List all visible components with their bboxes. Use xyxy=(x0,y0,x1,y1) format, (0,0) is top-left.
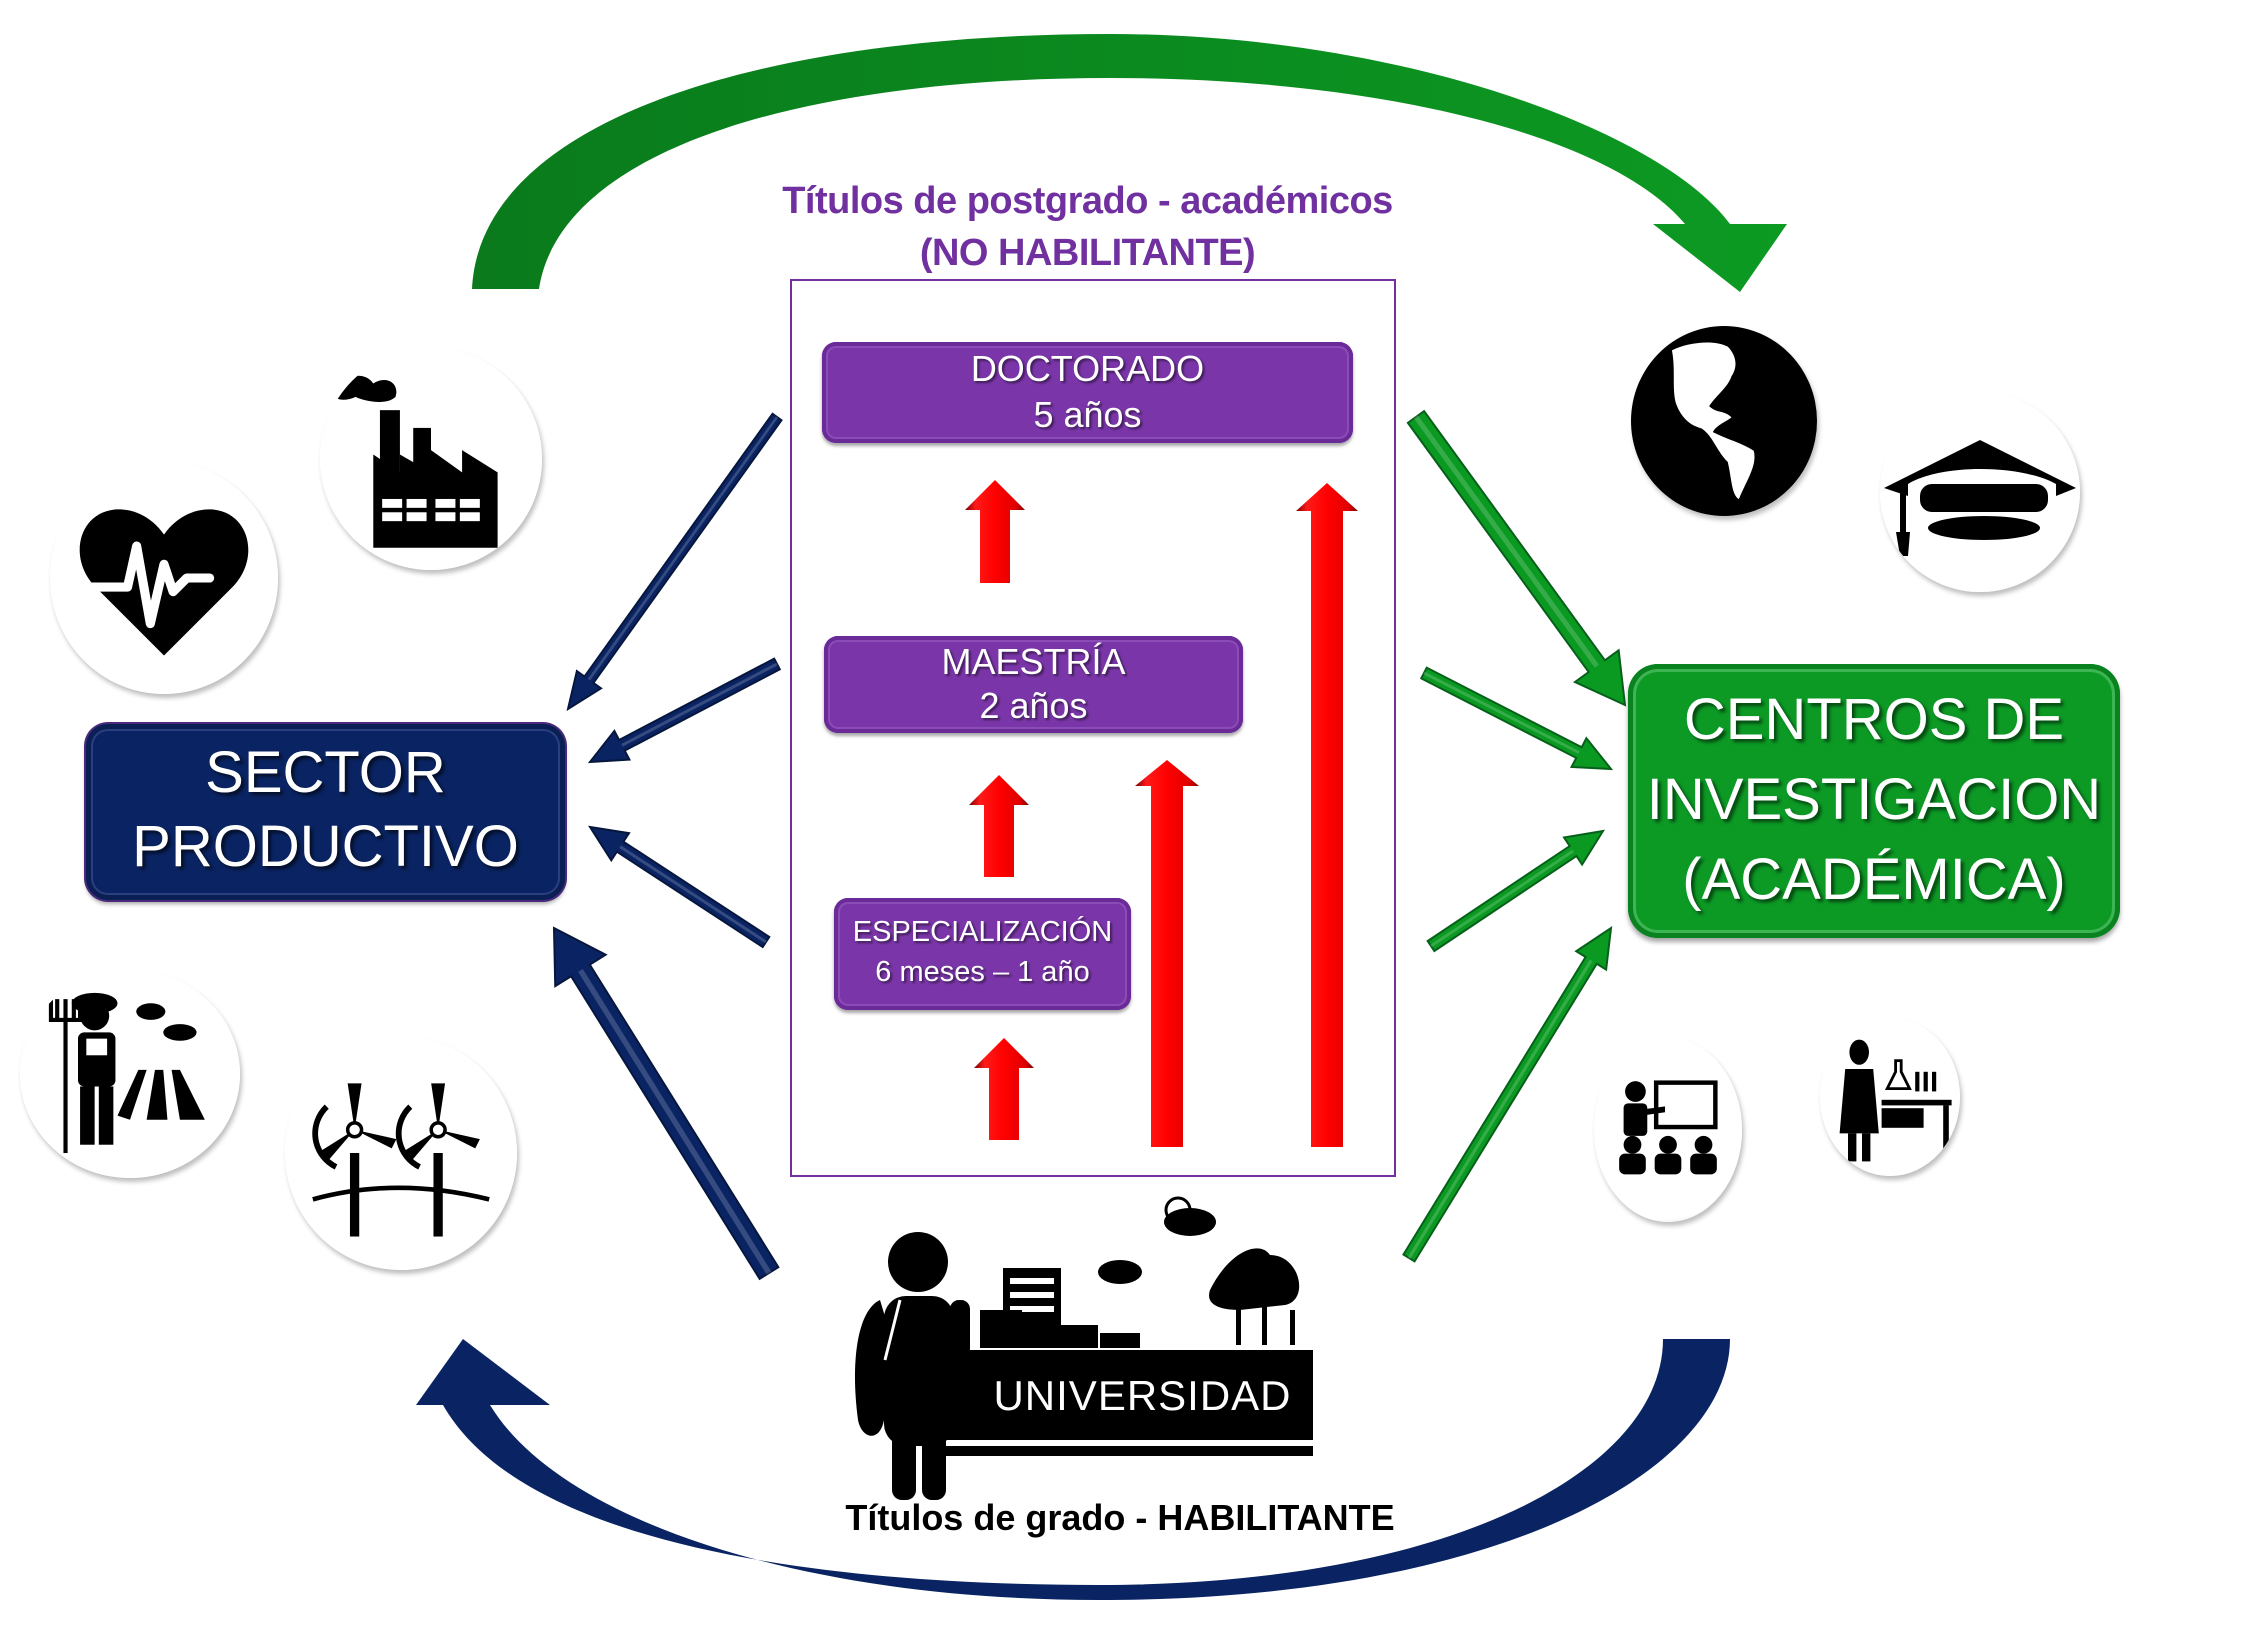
sector-productivo-box[interactable]: SECTOR PRODUCTIVO xyxy=(86,724,565,900)
degree-box-doctorado[interactable]: DOCTORADO 5 años xyxy=(822,342,1353,443)
arrow-university-to-especializacion xyxy=(974,1038,1034,1140)
arrow-university-to-maestria xyxy=(1135,760,1199,1147)
degree-progression-arrows xyxy=(965,480,1358,1147)
agriculture-icon-badge xyxy=(20,970,240,1178)
degree-name: MAESTRÍA xyxy=(941,641,1126,682)
heart-pulse-icon xyxy=(79,509,249,656)
research-line3: (ACADÉMICA) xyxy=(1682,847,2066,912)
student-icon xyxy=(854,1232,970,1500)
degree-duration: 6 meses – 1 año xyxy=(875,956,1090,988)
arrow-maestria-to-research-highlight xyxy=(1423,671,1580,754)
degree-duration: 5 años xyxy=(1033,394,1142,435)
postgrad-title: Títulos de postgrado - académicos xyxy=(782,180,1393,222)
degree-name: DOCTORADO xyxy=(970,348,1205,389)
arrow-especializacion-to-maestria xyxy=(969,775,1029,877)
research-line2: INVESTIGACION xyxy=(1646,767,2102,832)
arrow-especializacion-to-sector-highlight xyxy=(619,845,767,944)
arrow-especializacion-to-research-highlight xyxy=(1430,849,1574,948)
arrow-university-to-sector-highlight xyxy=(578,968,772,1275)
sector-line2: PRODUCTIVO xyxy=(132,814,519,879)
arrow-university-to-doctorado xyxy=(1296,483,1358,1147)
teaching-icon-badge xyxy=(1594,1038,1742,1222)
global-icon-badge xyxy=(1631,326,1817,516)
arrow-especializacion-to-research xyxy=(1426,829,1606,953)
arrow-maestria-to-sector-highlight xyxy=(621,662,778,747)
energy-icon-badge xyxy=(285,1036,517,1270)
top-flow-arrow-body xyxy=(472,34,1787,292)
degree-box-especializacion[interactable]: ESPECIALIZACIÓN 6 meses – 1 año xyxy=(834,898,1131,1010)
top-flow-arrow xyxy=(472,34,1787,292)
university-label: UNIVERSIDAD xyxy=(975,1362,1310,1430)
arrow-maestria-to-doctorado xyxy=(965,480,1025,583)
degree-duration: 2 años xyxy=(979,685,1088,726)
factory-icon xyxy=(333,375,498,548)
postgrad-frame xyxy=(790,279,1396,1177)
degree-name: ESPECIALIZACIÓN xyxy=(852,916,1113,948)
university-illustration xyxy=(854,1196,1313,1500)
arrow-university-to-research-highlight xyxy=(1407,959,1593,1259)
farmer-icon xyxy=(48,992,205,1154)
graduation-cap-icon xyxy=(1884,440,2076,556)
industry-icon-badge xyxy=(320,348,542,570)
arrow-maestria-to-sector xyxy=(587,657,782,764)
teacher-presentation-icon xyxy=(1619,1080,1718,1175)
research-line1: CENTROS DE xyxy=(1683,687,2065,752)
arrow-doctorado-to-research-highlight xyxy=(1413,415,1599,668)
health-icon-badge xyxy=(50,462,278,694)
degree-box-maestria[interactable]: MAESTRÍA 2 años xyxy=(824,636,1243,733)
scientist-lab-icon xyxy=(1839,1039,1952,1162)
arrows-to-sector xyxy=(552,412,783,1281)
research-icon-badge xyxy=(1820,1018,1960,1176)
wind-turbines-icon xyxy=(312,1083,490,1237)
sector-line1: SECTOR xyxy=(205,740,446,805)
arrow-university-to-sector xyxy=(552,926,780,1281)
education-icon-badge xyxy=(1880,392,2080,592)
research-centers-box[interactable]: CENTROS DE INVESTIGACION (ACADÉMICA) xyxy=(1628,664,2120,938)
postgrad-subtitle: (NO HABILITANTE) xyxy=(919,232,1256,274)
arrow-especializacion-to-sector xyxy=(587,825,771,949)
arrow-doctorado-to-sector xyxy=(566,412,783,712)
arrow-doctorado-to-research xyxy=(1406,409,1627,707)
arrow-university-to-research xyxy=(1402,925,1613,1263)
arrow-doctorado-to-sector-highlight xyxy=(587,416,779,681)
undergrad-caption: Títulos de grado - HABILITANTE xyxy=(845,1497,1395,1538)
globe-icon xyxy=(1671,342,1755,500)
arrow-maestria-to-research xyxy=(1419,666,1614,771)
arrows-to-research xyxy=(1402,409,1627,1263)
